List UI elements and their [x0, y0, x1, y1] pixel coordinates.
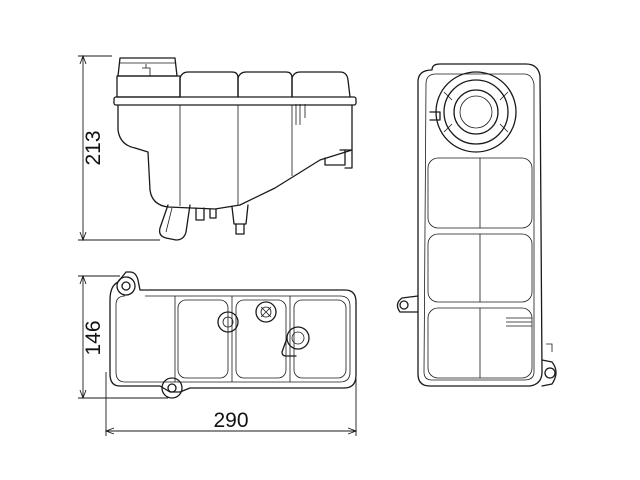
front-view: [396, 63, 557, 387]
dimension-width: [104, 372, 358, 436]
dimension-label-height: 213: [82, 130, 105, 165]
dimension-depth: [78, 274, 168, 400]
top-view: [109, 271, 357, 399]
dimension-height: [78, 54, 160, 242]
dimension-label-width: 290: [213, 409, 248, 432]
dimension-label-depth: 146: [82, 320, 105, 355]
side-view: [113, 57, 357, 241]
